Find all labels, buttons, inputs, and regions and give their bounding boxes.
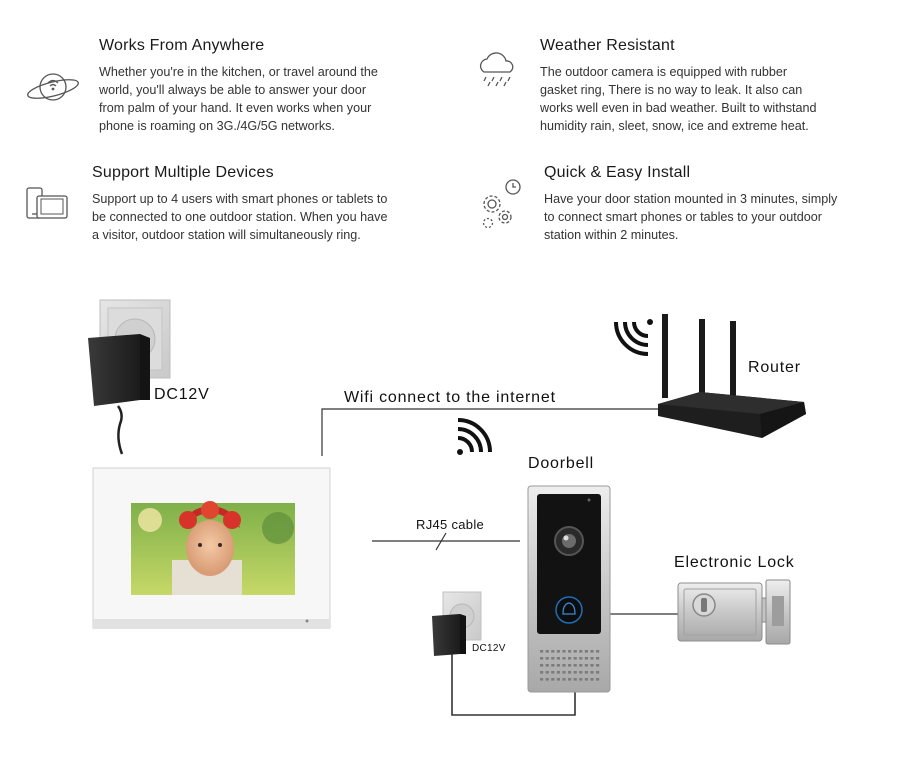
grille-hole — [579, 671, 583, 674]
grille-hole — [596, 678, 600, 681]
grille-hole — [562, 671, 566, 674]
grille-hole — [579, 678, 583, 681]
feature-desc: The outdoor camera is equipped with rubb… — [540, 65, 817, 133]
electronic-lock-label: Electronic Lock — [674, 554, 795, 571]
doorbell-power-adapter — [432, 591, 482, 656]
wifi-link-line — [321, 408, 665, 456]
grille-hole — [540, 678, 544, 681]
grille-hole — [579, 664, 583, 667]
grille-hole — [568, 671, 572, 674]
grille-hole — [545, 657, 549, 660]
feature-desc: Have your door station mounted in 3 minu… — [544, 192, 838, 242]
feature-desc: Support up to 4 users with smart phones … — [92, 192, 388, 242]
router-signal-icon — [614, 319, 653, 356]
grille-hole — [579, 650, 583, 653]
grille-hole — [551, 664, 555, 667]
grille-hole — [551, 671, 555, 674]
grille-hole — [562, 664, 566, 667]
router-label: Router — [748, 359, 801, 376]
grille-hole — [596, 650, 600, 653]
grille-hole — [590, 678, 594, 681]
grille-hole — [590, 650, 594, 653]
grille-hole — [573, 678, 577, 681]
grille-hole — [596, 671, 600, 674]
grille-hole — [568, 678, 572, 681]
grille-hole — [584, 664, 588, 667]
doorbell-unit — [527, 485, 611, 693]
feature-quick-install: Quick & Easy Install Have your door stat… — [544, 164, 884, 244]
main-power-adapter — [88, 299, 171, 455]
feature-title: Weather Resistant — [540, 37, 675, 54]
gears-clock-icon — [482, 179, 521, 229]
grille-hole — [540, 664, 544, 667]
electronic-lock — [677, 579, 791, 645]
feature-title: Support Multiple Devices — [92, 164, 274, 181]
grille-hole — [573, 657, 577, 660]
grille-hole — [596, 657, 600, 660]
feature-works-anywhere: Works From Anywhere Whether you're in th… — [99, 37, 429, 135]
grille-hole — [540, 671, 544, 674]
feature-multiple-devices: Support Multiple Devices Support up to 4… — [92, 164, 437, 244]
grille-hole — [545, 664, 549, 667]
grille-hole — [551, 657, 555, 660]
grille-hole — [540, 657, 544, 660]
grille-hole — [584, 650, 588, 653]
grille-hole — [568, 664, 572, 667]
grille-hole — [579, 657, 583, 660]
grille-hole — [590, 671, 594, 674]
feature-weather-resistant: Weather Resistant The outdoor camera is … — [540, 37, 870, 135]
grille-hole — [562, 650, 566, 653]
wifi-signal-icon — [457, 418, 492, 455]
grille-hole — [540, 650, 544, 653]
grille-hole — [573, 671, 577, 674]
grille-hole — [556, 657, 560, 660]
doorbell-power-cable — [451, 650, 576, 716]
grille-hole — [551, 650, 555, 653]
rain-cloud-icon — [479, 52, 514, 87]
grille-hole — [568, 657, 572, 660]
indoor-monitor — [92, 467, 331, 629]
grille-hole — [556, 678, 560, 681]
grille-hole — [556, 664, 560, 667]
doorbell-label: Doorbell — [528, 455, 594, 472]
grille-hole — [573, 664, 577, 667]
grille-hole — [590, 664, 594, 667]
grille-hole — [556, 671, 560, 674]
feature-title: Quick & Easy Install — [544, 164, 691, 181]
doorbell-speaker-grille — [540, 650, 600, 681]
grille-hole — [573, 650, 577, 653]
feature-title: Works From Anywhere — [99, 37, 265, 54]
grille-hole — [590, 657, 594, 660]
grille-hole — [584, 657, 588, 660]
grille-hole — [584, 678, 588, 681]
grille-hole — [562, 678, 566, 681]
grille-hole — [596, 664, 600, 667]
globe-wifi-icon — [27, 73, 79, 101]
grille-hole — [562, 657, 566, 660]
grille-hole — [545, 678, 549, 681]
grille-hole — [551, 678, 555, 681]
grille-hole — [584, 671, 588, 674]
grille-hole — [568, 650, 572, 653]
devices-icon — [26, 187, 68, 219]
rj45-cable-label: RJ45 cable — [416, 517, 485, 532]
grille-hole — [545, 650, 549, 653]
rj45-cable-tick — [435, 532, 447, 551]
wifi-connect-label: Wifi connect to the internet — [344, 389, 556, 406]
router — [658, 314, 806, 438]
grille-hole — [556, 650, 560, 653]
feature-desc: Whether you're in the kitchen, or travel… — [99, 65, 378, 133]
grille-hole — [545, 671, 549, 674]
main-adapter-voltage-label: DC12V — [154, 386, 210, 403]
doorbell-adapter-voltage-label: DC12V — [472, 643, 506, 654]
